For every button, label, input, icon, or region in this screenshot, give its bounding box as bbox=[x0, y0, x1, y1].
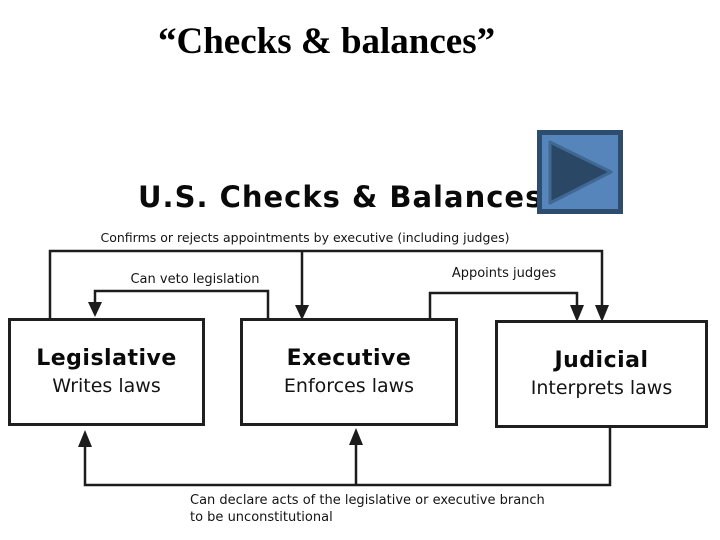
slide-title: “Checks & balances” bbox=[158, 21, 496, 62]
edge-label-confirms: Confirms or rejects appointments by exec… bbox=[100, 230, 510, 245]
edge-label-declare-line1: Can declare acts of the legislative or e… bbox=[190, 493, 545, 508]
judicial-box: Judicial Interprets laws bbox=[495, 320, 708, 428]
play-icon bbox=[537, 130, 623, 214]
executive-box-title: Executive bbox=[286, 346, 412, 371]
legislative-box: Legislative Writes laws bbox=[8, 318, 205, 426]
edge-veto-line bbox=[93, 289, 270, 318]
edge-label-appoints: Appoints judges bbox=[451, 266, 557, 281]
diagram-title: U.S. Checks & Balances bbox=[138, 180, 544, 214]
arrowhead-into-legislative-top bbox=[88, 302, 102, 317]
edge-appoints-line bbox=[428, 291, 579, 318]
arrowhead-into-legislative-bottom bbox=[78, 430, 92, 447]
legislative-box-subtitle: Writes laws bbox=[52, 375, 161, 397]
executive-box: Executive Enforces laws bbox=[240, 318, 458, 426]
judicial-box-title: Judicial bbox=[554, 348, 649, 373]
next-slide-button[interactable] bbox=[537, 130, 623, 214]
edge-label-veto: Can veto legislation bbox=[130, 272, 260, 287]
arrowhead-into-executive-bottom bbox=[349, 428, 363, 445]
edge-label-declare-line2: to be unconstitutional bbox=[190, 510, 333, 525]
edge-declare-line bbox=[83, 428, 612, 487]
legislative-box-title: Legislative bbox=[36, 346, 177, 371]
executive-box-subtitle: Enforces laws bbox=[283, 375, 415, 397]
judicial-box-subtitle: Interprets laws bbox=[530, 377, 673, 399]
edge-label-declare: Can declare acts of the legislative or e… bbox=[190, 492, 545, 526]
